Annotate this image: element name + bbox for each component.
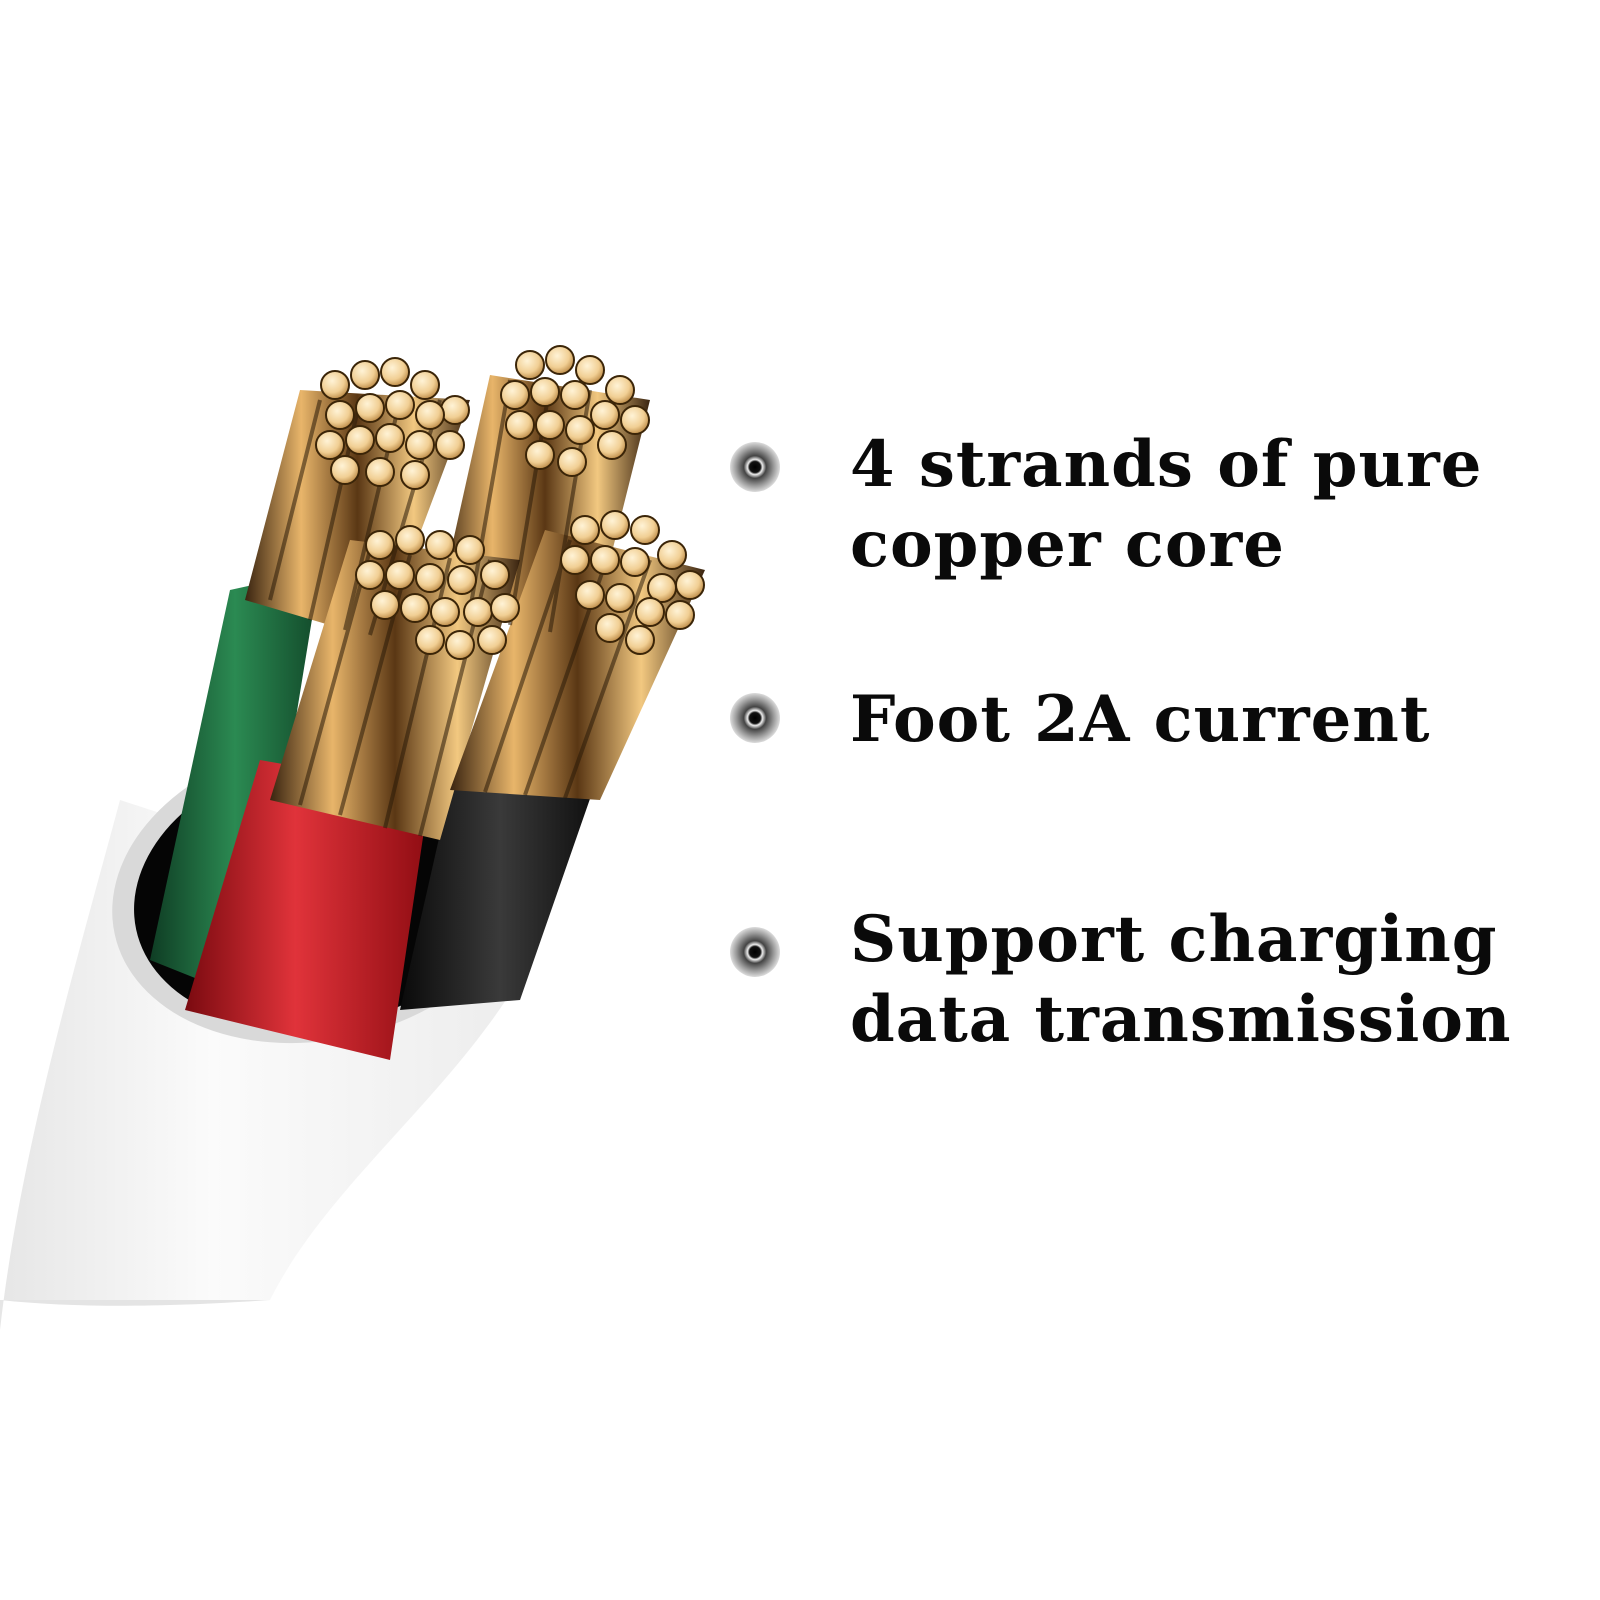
feature-text: Support charging data transmission [850,902,1512,1057]
feature-item: 4 strands of pure copper core [730,425,1482,585]
bullet-dot-icon [730,927,780,977]
black-wire [400,770,600,1010]
copper-strand-ends [315,345,705,660]
feature-item: Support charging data transmission [730,900,1511,1060]
red-wire [185,760,430,1060]
green-wire [150,570,320,1000]
feature-text: Foot 2A current [850,682,1431,757]
feature-text: 4 strands of pure copper core [850,427,1483,582]
feature-item: Foot 2A current [730,680,1430,760]
bullet-dot-icon [730,693,780,743]
bullet-dot-icon [730,442,780,492]
